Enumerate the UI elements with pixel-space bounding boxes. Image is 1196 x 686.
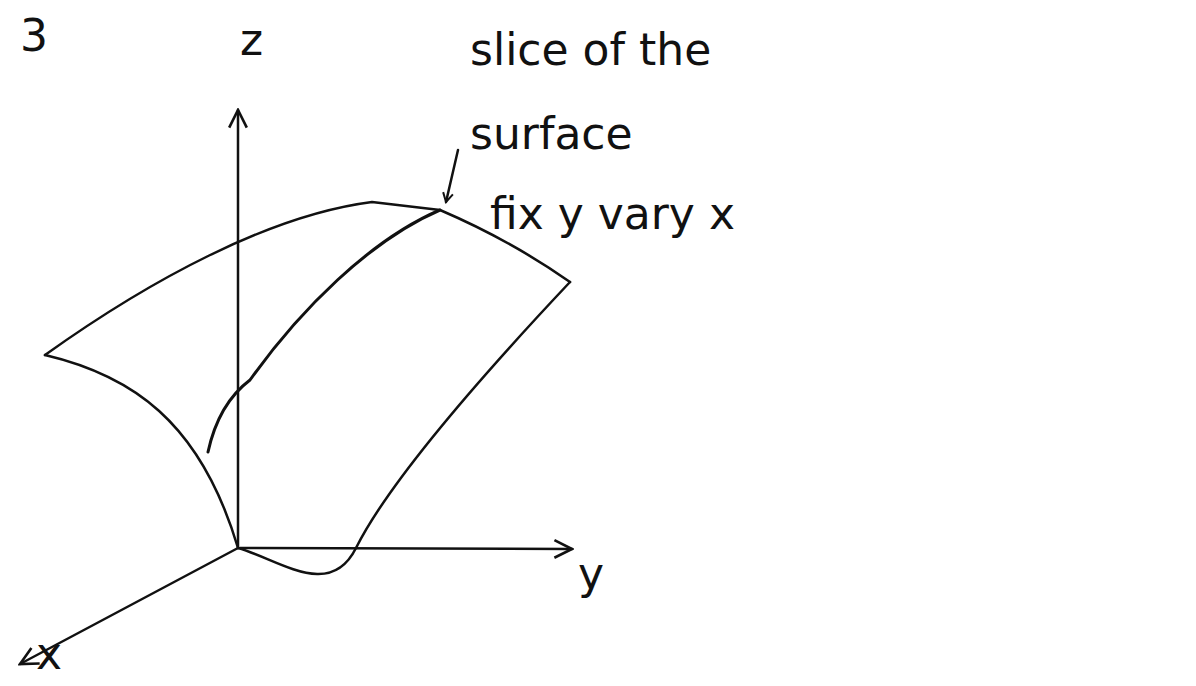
surface-front-edge	[238, 548, 356, 574]
annotation: fix y vary x	[490, 188, 1050, 241]
axis-label: x	[36, 628, 86, 681]
axis-space-label: 3	[20, 10, 60, 63]
slice-curve	[208, 210, 440, 452]
z-axis	[237, 110, 240, 548]
y-axis	[240, 548, 572, 549]
axis-label: y	[578, 548, 628, 601]
surface-right-edge	[356, 282, 570, 548]
annotation: slice of the surface	[470, 8, 830, 176]
axis-label: z	[240, 14, 290, 67]
leader-arrow	[446, 150, 458, 202]
